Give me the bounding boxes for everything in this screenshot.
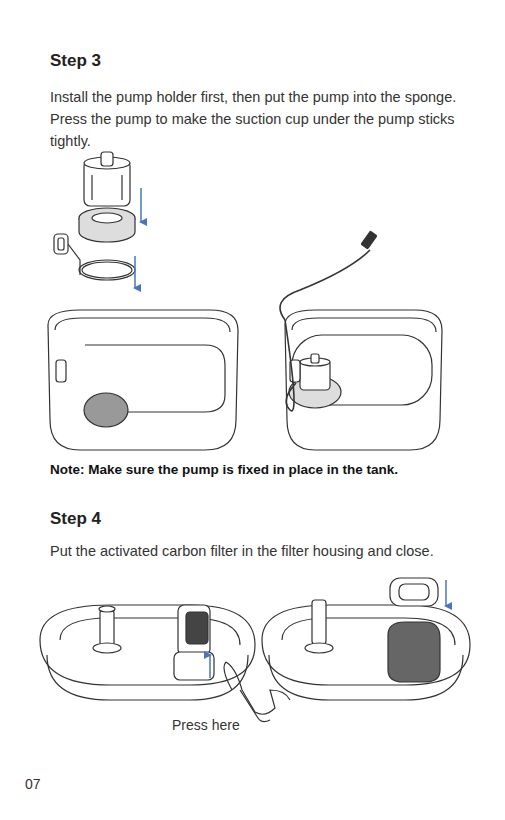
water-tank <box>48 310 238 450</box>
note-text: Note: Make sure the pump is fixed in pla… <box>50 461 398 479</box>
step-heading: Step 4 <box>50 508 250 530</box>
pump-holder <box>54 234 68 254</box>
water-tank-assembled <box>285 310 442 450</box>
filter-lid <box>390 578 438 606</box>
instruction-text: Put the activated carbon filter in the f… <box>50 540 470 562</box>
page-number: 07 <box>25 775 65 793</box>
pump-holder-ring <box>79 260 135 280</box>
base-tray <box>40 605 255 685</box>
usb-plug <box>361 231 377 249</box>
callout-label: Press here <box>172 716 240 734</box>
step-heading: Step 3 <box>50 50 250 72</box>
instruction-text: Install the pump holder first, then put … <box>50 86 470 152</box>
filter-housing <box>178 605 210 655</box>
base-tray-closed <box>262 605 470 685</box>
